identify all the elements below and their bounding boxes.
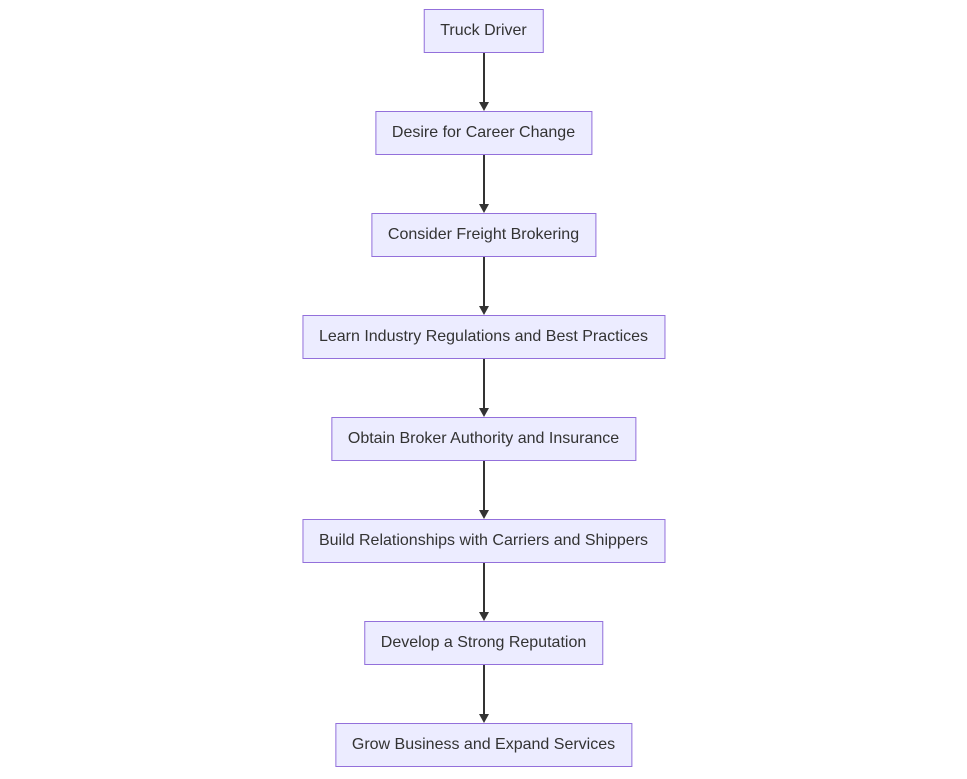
edge-arrow-6: [478, 563, 490, 621]
edge-line: [482, 359, 485, 409]
node-label: Learn Industry Regulations and Best Prac…: [318, 328, 649, 345]
edge-arrow-4: [478, 359, 490, 417]
flowchart-node-desire-for-career-change: Desire for Career Change: [374, 111, 593, 155]
arrowhead-down-icon: [478, 714, 489, 723]
edge-line: [482, 155, 485, 205]
flowchart-node-grow-business: Grow Business and Expand Services: [334, 723, 633, 767]
edge-line: [482, 461, 485, 511]
edge-arrow-5: [478, 461, 490, 519]
node-label: Desire for Career Change: [391, 124, 576, 141]
edge-line: [482, 257, 485, 307]
edge-arrow-7: [478, 665, 490, 723]
node-label: Grow Business and Expand Services: [351, 736, 616, 753]
flowchart-node-consider-freight-brokering: Consider Freight Brokering: [370, 213, 597, 257]
edge-arrow-1: [478, 53, 490, 111]
arrowhead-down-icon: [478, 612, 489, 621]
flowchart-node-learn-industry-regulations: Learn Industry Regulations and Best Prac…: [301, 315, 666, 359]
flowchart-node-develop-strong-reputation: Develop a Strong Reputation: [363, 621, 604, 665]
node-label: Consider Freight Brokering: [387, 226, 580, 243]
edge-arrow-3: [478, 257, 490, 315]
arrowhead-down-icon: [478, 306, 489, 315]
flowchart-node-truck-driver: Truck Driver: [423, 9, 544, 53]
node-label: Truck Driver: [440, 22, 527, 39]
arrowhead-down-icon: [478, 204, 489, 213]
edge-line: [482, 563, 485, 613]
node-label: Build Relationships with Carriers and Sh…: [318, 532, 649, 549]
arrowhead-down-icon: [478, 102, 489, 111]
arrowhead-down-icon: [478, 408, 489, 417]
flowchart-node-obtain-broker-authority: Obtain Broker Authority and Insurance: [330, 417, 637, 461]
node-label: Obtain Broker Authority and Insurance: [347, 430, 620, 447]
edge-line: [482, 665, 485, 715]
node-label: Develop a Strong Reputation: [380, 634, 587, 651]
arrowhead-down-icon: [478, 510, 489, 519]
edge-arrow-2: [478, 155, 490, 213]
flowchart-node-build-relationships: Build Relationships with Carriers and Sh…: [301, 519, 666, 563]
edge-line: [482, 53, 485, 103]
